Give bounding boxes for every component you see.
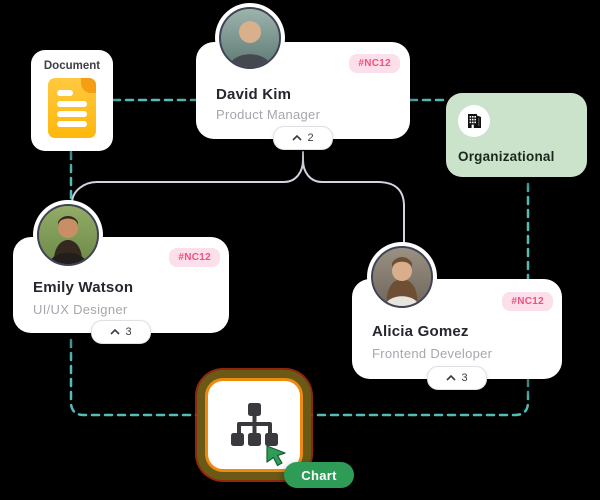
branch-line-right: [302, 159, 405, 256]
document-icon-fold: [81, 78, 96, 93]
emily-role: UI/UX Designer: [33, 302, 128, 317]
alicia-avatar: [371, 246, 433, 308]
chart-button[interactable]: Chart: [284, 462, 354, 488]
emily-name: Emily Watson: [33, 279, 134, 296]
dash-emily-to-chart: [69, 338, 202, 417]
david-expand-button[interactable]: 2: [273, 126, 333, 150]
emily-avatar: [37, 204, 99, 266]
chevron-up-icon: [292, 135, 303, 141]
organizational-icon-circle: [458, 105, 490, 137]
david-role: Product Manager: [216, 107, 321, 122]
alicia-name: Alicia Gomez: [372, 323, 469, 340]
alicia-expand-button[interactable]: 3: [427, 366, 487, 390]
sitemap-icon: [231, 403, 278, 446]
branch-line-left: [71, 151, 304, 241]
david-avatar: [219, 7, 281, 69]
emily-badge: #NC12: [169, 248, 220, 267]
alicia-badge: #NC12: [502, 292, 553, 311]
emily-expand-button[interactable]: 3: [91, 320, 151, 344]
dash-chart-to-organizational: [303, 176, 530, 417]
building-icon: [468, 114, 481, 128]
document-icon: [48, 78, 96, 138]
document-card[interactable]: Document: [31, 50, 113, 151]
emily-children-count: 3: [125, 326, 132, 338]
chevron-up-icon: [110, 329, 121, 335]
document-card-title: Document: [43, 60, 101, 72]
cursor-icon: [266, 445, 286, 467]
chevron-up-icon: [446, 375, 457, 381]
david-badge: #NC12: [349, 54, 400, 73]
david-children-count: 2: [307, 132, 314, 144]
chart-tool-box[interactable]: [205, 378, 303, 472]
alicia-role: Frontend Developer: [372, 346, 493, 361]
organizational-label: Organizational: [458, 149, 555, 164]
alicia-children-count: 3: [461, 372, 468, 384]
person-card-emily[interactable]: #NC12 Emily Watson UI/UX Designer 3: [13, 237, 229, 344]
david-name: David Kim: [216, 86, 292, 103]
organizational-card[interactable]: Organizational: [446, 93, 587, 177]
